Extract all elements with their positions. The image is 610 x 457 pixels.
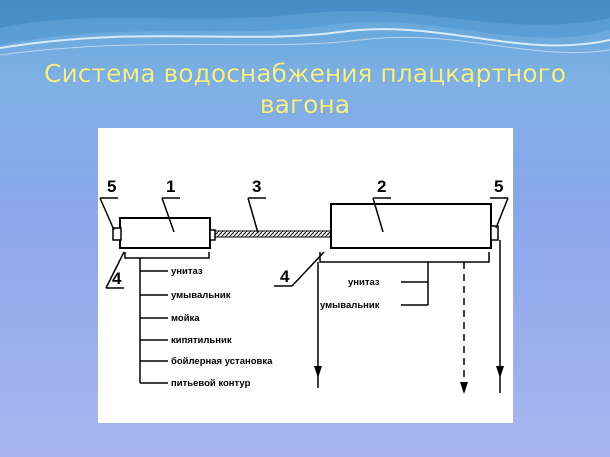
tank-2 — [330, 203, 492, 249]
diagram-canvas: 5 1 3 2 5 4 4 уни — [99, 177, 509, 394]
right-consumer-2: умывальник — [320, 300, 380, 311]
left-consumer-5: бойлерная установка — [171, 356, 273, 367]
left-consumer-3: мойка — [171, 313, 200, 324]
header-wave-decoration — [0, 0, 610, 56]
left-consumer-1: унитаз — [171, 266, 203, 277]
left-consumer-branches — [140, 270, 168, 384]
slide-title: Система водоснабжения плацкартного вагон… — [0, 58, 610, 120]
left-consumer-4: кипятильник — [171, 335, 232, 346]
label-5-left: 5 — [107, 177, 116, 196]
label-3: 3 — [252, 177, 261, 196]
right-end-fitting — [490, 225, 499, 241]
left-consumer-6: питьевой контур — [171, 378, 251, 389]
label-5-right: 5 — [494, 177, 503, 196]
connecting-pipe-3 — [214, 230, 332, 238]
slide-title-line-2: вагона — [259, 90, 351, 119]
label-4-left: 4 — [112, 269, 122, 288]
label-1: 1 — [166, 177, 175, 196]
label-4-right: 4 — [280, 267, 290, 286]
label-2: 2 — [377, 177, 386, 196]
tank-1 — [119, 217, 211, 249]
slide-title-line-1: Система водоснабжения плацкартного — [43, 59, 567, 88]
water-supply-diagram: 5 1 3 2 5 4 4 уни — [98, 128, 513, 423]
left-end-fitting — [112, 227, 122, 241]
left-consumer-2: умывальник — [171, 290, 231, 301]
right-consumer-1: унитаз — [348, 277, 380, 288]
